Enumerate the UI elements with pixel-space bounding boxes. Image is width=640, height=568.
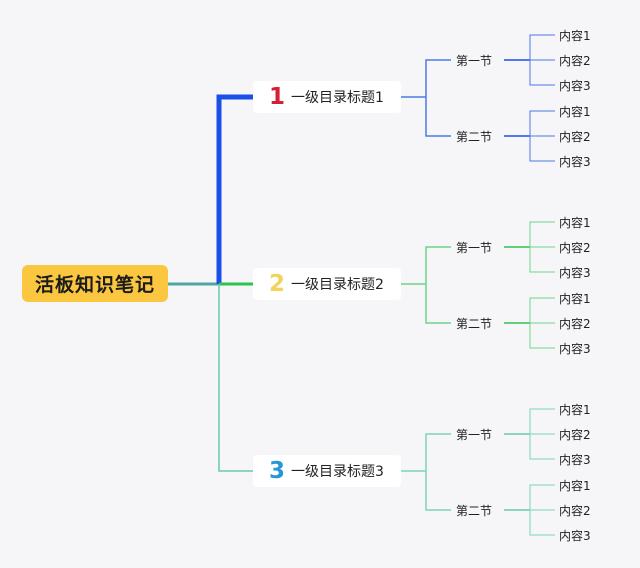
content-item[interactable]: 内容3 bbox=[559, 453, 591, 467]
section-label[interactable]: 第一节 bbox=[455, 54, 492, 68]
section-label[interactable]: 第二节 bbox=[455, 504, 492, 518]
content-item[interactable]: 内容1 bbox=[559, 216, 591, 230]
branch-connector bbox=[218, 284, 253, 472]
level1-title: 一级目录标题1 bbox=[291, 90, 384, 106]
branch-connector bbox=[216, 94, 253, 284]
level1-title: 一级目录标题3 bbox=[291, 464, 384, 480]
content-item[interactable]: 内容2 bbox=[559, 428, 591, 442]
content-item[interactable]: 内容2 bbox=[559, 504, 591, 518]
content-item[interactable]: 内容1 bbox=[559, 29, 591, 43]
content-item[interactable]: 内容1 bbox=[559, 292, 591, 306]
branch-number: 2 bbox=[269, 271, 286, 297]
content-item[interactable]: 内容1 bbox=[559, 403, 591, 417]
content-item[interactable]: 内容2 bbox=[559, 241, 591, 255]
section-bracket bbox=[425, 433, 451, 511]
content-item[interactable]: 内容2 bbox=[559, 54, 591, 68]
branch-number: 1 bbox=[269, 84, 286, 110]
level1-node[interactable]: 3 一级目录标题3 bbox=[253, 455, 401, 487]
content-item[interactable]: 内容3 bbox=[559, 529, 591, 543]
level1-node[interactable]: 2 一级目录标题2 bbox=[253, 268, 401, 300]
content-item[interactable]: 内容2 bbox=[559, 317, 591, 331]
content-item[interactable]: 内容3 bbox=[559, 79, 591, 93]
content-item[interactable]: 内容3 bbox=[559, 155, 591, 169]
section-bracket bbox=[425, 59, 451, 137]
content-item[interactable]: 内容3 bbox=[559, 266, 591, 280]
content-item[interactable]: 内容2 bbox=[559, 130, 591, 144]
level1-node[interactable]: 1 一级目录标题1 bbox=[253, 81, 401, 113]
section-label[interactable]: 第二节 bbox=[455, 130, 492, 144]
content-item[interactable]: 内容1 bbox=[559, 105, 591, 119]
section-label[interactable]: 第一节 bbox=[455, 241, 492, 255]
content-item[interactable]: 内容3 bbox=[559, 342, 591, 356]
root-node[interactable]: 活板知识笔记 bbox=[22, 265, 168, 302]
section-label[interactable]: 第二节 bbox=[455, 317, 492, 331]
content-item[interactable]: 内容1 bbox=[559, 479, 591, 493]
level1-title: 一级目录标题2 bbox=[291, 277, 384, 293]
section-label[interactable]: 第一节 bbox=[455, 428, 492, 442]
section-bracket bbox=[425, 246, 451, 324]
branch-number: 3 bbox=[269, 458, 286, 484]
